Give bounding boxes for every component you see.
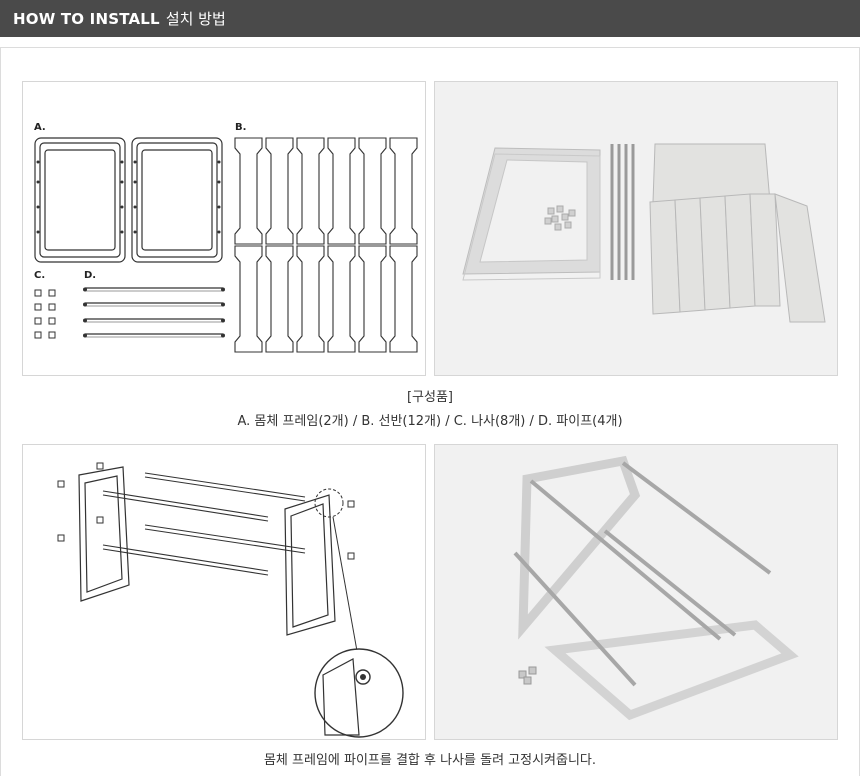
left-frame	[78, 466, 130, 602]
assembly-pipes	[102, 472, 306, 576]
section-title: HOW TO INSTALL	[13, 9, 160, 28]
section-title-korean: 설치 방법	[165, 10, 226, 28]
parts-photo-illustration	[462, 143, 826, 323]
screws	[34, 289, 56, 339]
parts-diagram: A. B. C. D.	[22, 81, 426, 376]
label-c: C.	[34, 270, 45, 281]
pipe-parts	[610, 144, 635, 280]
detail-callout	[314, 488, 344, 518]
label-d: D.	[84, 270, 96, 281]
frame-parts	[462, 147, 601, 281]
screw-parts	[544, 205, 576, 231]
upright-frame	[518, 455, 641, 640]
parts-caption-title: [구성품]	[406, 390, 454, 405]
pipes	[85, 287, 223, 338]
zoom-detail	[314, 648, 404, 738]
frame-holes	[36, 160, 221, 234]
photo-screws	[518, 666, 537, 685]
assembly-photo	[434, 444, 838, 740]
parts-photo	[434, 81, 838, 376]
parts-drawing: A. B. C. D.	[34, 122, 418, 353]
photo-pipes	[513, 461, 772, 687]
label-b: B.	[235, 122, 246, 133]
section-header: HOW TO INSTALL 설치 방법	[0, 0, 860, 37]
callout-leader	[332, 516, 358, 652]
pipe-ends	[83, 287, 225, 338]
body-frames	[34, 137, 223, 263]
shelves	[234, 137, 418, 353]
base-frame	[544, 620, 799, 721]
assembly-screws	[57, 462, 355, 560]
right-frame	[284, 494, 336, 636]
shelf-parts	[649, 143, 826, 323]
parts-caption: A. 몸체 프레임(2개) / B. 선반(12개) / C. 나사(8개) /…	[237, 414, 623, 429]
assembly-diagram	[22, 444, 426, 740]
assembly-drawing	[57, 462, 404, 738]
label-a: A.	[34, 122, 46, 133]
assembly-caption: 몸체 프레임에 파이프를 결합 후 나사를 돌려 고정시켜줍니다.	[263, 753, 597, 768]
assembly-photo-illustration	[513, 455, 799, 721]
